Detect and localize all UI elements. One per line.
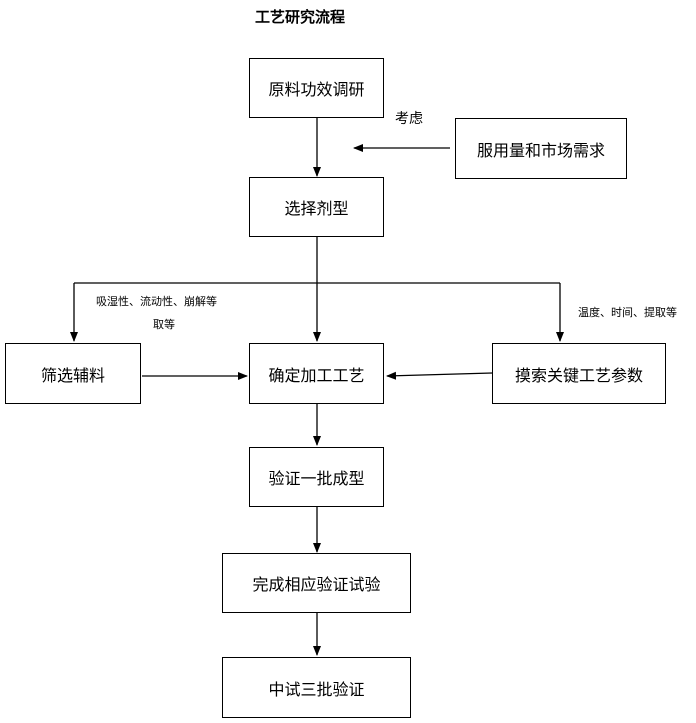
note-parameters: 温度、时间、提取等	[578, 306, 677, 319]
arrow-parameters-to-process	[386, 371, 493, 380]
diagram-title: 工艺研究流程	[255, 8, 346, 26]
box-batch-verify: 验证一批成型	[249, 447, 384, 507]
note-excipient-line1: 吸湿性、流动性、崩解等	[96, 295, 217, 308]
box-dosage-form: 选择剂型	[249, 177, 384, 237]
label-consider: 考虑	[395, 111, 423, 127]
box-excipients: 筛选辅料	[5, 343, 141, 404]
note-excipient-line2: 取等	[153, 318, 175, 331]
box-parameters: 摸索关键工艺参数	[492, 343, 666, 404]
box-pilot: 中试三批验证	[222, 657, 411, 718]
box-market: 服用量和市场需求	[455, 118, 627, 179]
box-tests: 完成相应验证试验	[222, 553, 411, 613]
box-research: 原料功效调研	[249, 58, 384, 118]
box-process: 确定加工工艺	[249, 343, 384, 404]
